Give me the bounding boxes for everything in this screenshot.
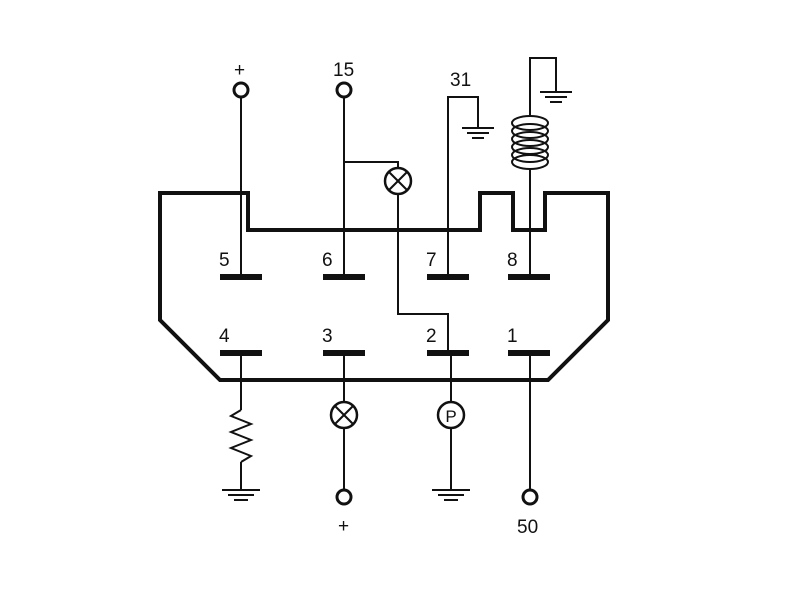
terminal-15 [335, 81, 353, 99]
resistor-icon [228, 409, 254, 463]
pin-7-label: 7 [426, 250, 437, 271]
ground-icon [462, 127, 494, 139]
ground-icon [432, 489, 470, 501]
wire-15-lamp [344, 161, 399, 168]
pin-8-label: 8 [507, 250, 518, 271]
lamp-top-cross-b [388, 171, 408, 191]
housing-outline [158, 191, 610, 382]
pin-4-label: 4 [219, 326, 230, 347]
lamp-bottom-cross-b [334, 405, 354, 425]
terminal-15-label: 15 [333, 60, 354, 81]
pin-6-label: 6 [322, 250, 333, 271]
pressure-switch-letter: P [445, 407, 456, 426]
terminal-50 [521, 488, 539, 506]
pin-3-label: 3 [322, 326, 333, 347]
wire-coil-ground [529, 57, 557, 116]
wire-lamp-pin2 [397, 194, 449, 353]
pin-5-label: 5 [219, 250, 230, 271]
wire-pin7-31 [447, 96, 479, 277]
coil-icon [511, 115, 549, 170]
terminal-31-label: 31 [450, 70, 471, 91]
terminal-plus-bottom-label: + [338, 516, 349, 537]
terminal-plus-bottom [335, 488, 353, 506]
terminal-50-label: 50 [517, 517, 538, 538]
pin-2-label: 2 [426, 326, 437, 347]
ground-icon [222, 489, 260, 501]
terminal-plus-top-label: + [234, 60, 245, 81]
terminal-plus-top [232, 81, 250, 99]
pin-1-label: 1 [507, 326, 518, 347]
ground-icon [540, 91, 572, 103]
